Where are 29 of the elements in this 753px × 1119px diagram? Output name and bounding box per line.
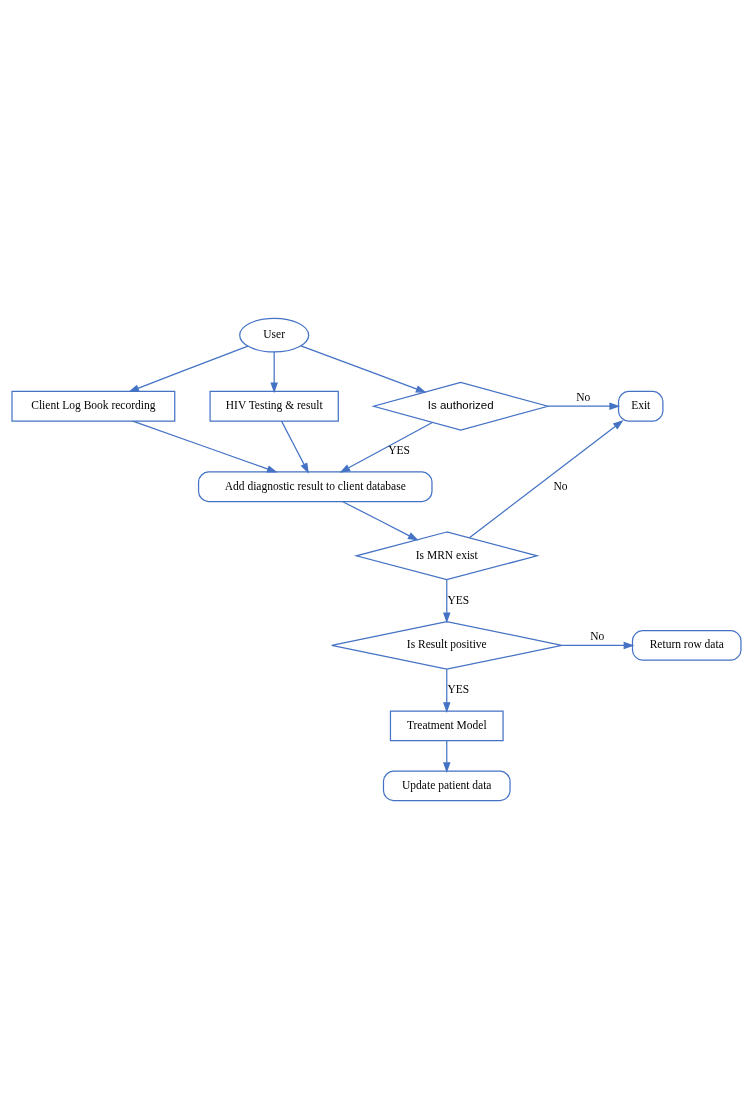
arrow <box>280 420 309 474</box>
arrow <box>342 501 419 541</box>
node-diamond: Is Result positive <box>331 620 563 670</box>
edge-label: No <box>553 479 568 492</box>
arrow <box>547 402 621 410</box>
node-box: HIV Testing & result <box>209 390 339 422</box>
node-box: Add diagnostic result to client database <box>197 471 433 503</box>
node-box: Update patient data <box>382 770 511 802</box>
arrow <box>561 641 635 650</box>
arrow <box>339 421 433 473</box>
edge-label: YES <box>447 683 470 696</box>
edge-label: YES <box>388 444 410 457</box>
arrow <box>128 345 249 392</box>
arrow <box>132 420 278 473</box>
arrow <box>443 740 451 773</box>
edge-label: No <box>576 390 591 403</box>
node-box: Return row data <box>631 629 742 661</box>
node-box: Exit <box>617 390 664 422</box>
node-diamond: Is authorized <box>371 381 551 431</box>
arrow <box>270 351 278 394</box>
node-ellipse: User <box>239 317 310 353</box>
edge-label: No <box>590 629 605 642</box>
arrow <box>300 345 427 393</box>
arrow <box>443 579 451 624</box>
arrow <box>443 668 451 713</box>
node-box: Treatment Model <box>389 710 504 742</box>
arrow <box>468 420 624 539</box>
edge-label: YES <box>447 593 470 606</box>
node-box: Client Log Book recording <box>11 390 176 422</box>
